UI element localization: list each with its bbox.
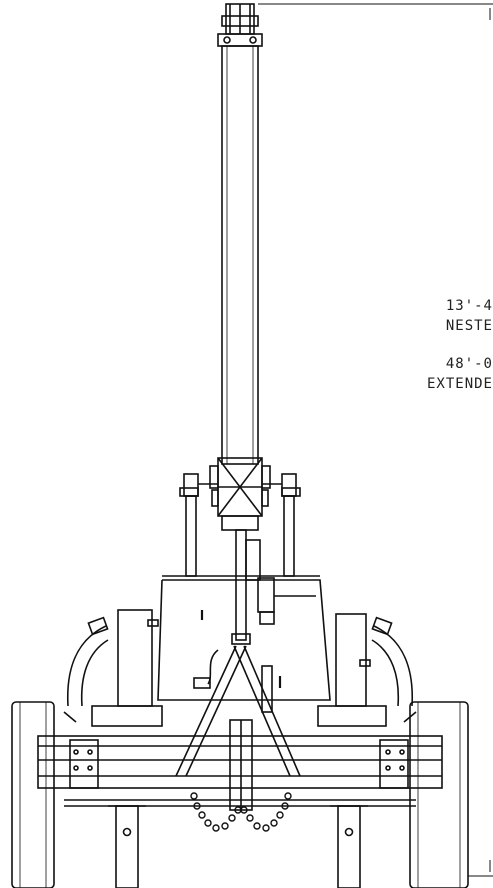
equipment-boxes bbox=[63, 705, 417, 727]
side-uprights bbox=[179, 473, 301, 577]
mast-tube bbox=[221, 45, 259, 465]
nested-height-value: 13'-4 bbox=[445, 298, 493, 314]
extended-height-label: EXTENDE bbox=[426, 376, 493, 392]
left-fender bbox=[66, 609, 159, 707]
nested-height-label: NESTE bbox=[445, 318, 493, 334]
chassis-frame bbox=[37, 735, 443, 807]
tires bbox=[11, 701, 469, 888]
right-fender bbox=[335, 613, 414, 707]
mast-head bbox=[217, 3, 263, 47]
a-frame-tongue bbox=[175, 645, 301, 811]
stabilizer-jacks bbox=[108, 805, 368, 888]
safety-chains bbox=[190, 792, 292, 832]
central-housing bbox=[157, 575, 331, 713]
extended-height-value: 48'-0 bbox=[445, 356, 493, 372]
dimension-leaders bbox=[258, 3, 493, 877]
lower-mast-column bbox=[231, 529, 316, 645]
mast-base-bracket bbox=[209, 457, 271, 531]
